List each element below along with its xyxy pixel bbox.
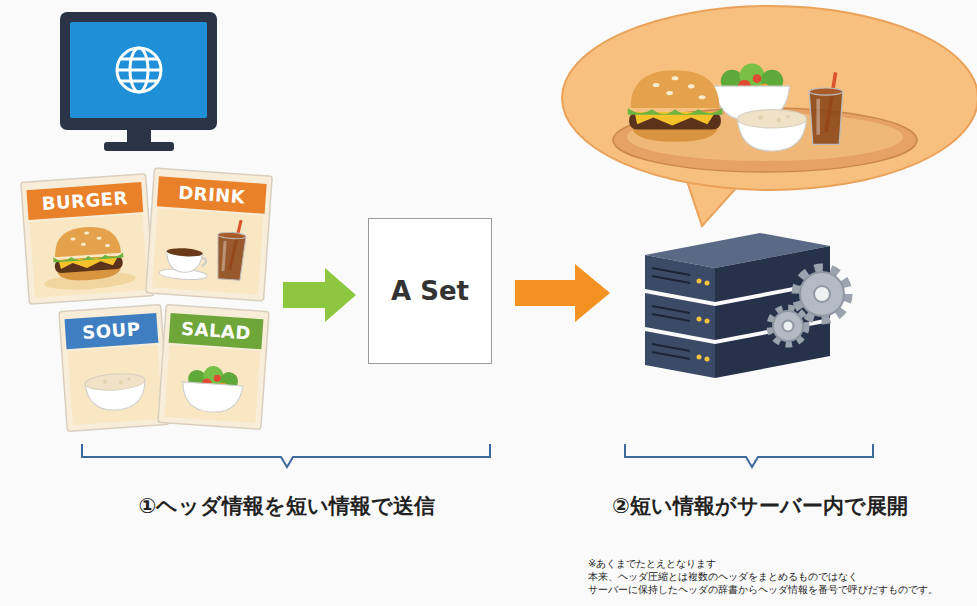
menu-card-art (158, 305, 269, 430)
server-stack (645, 233, 847, 378)
note-text: 本来、ヘッダ圧縮とは複数のヘッダをまとめるものではなく (588, 570, 858, 583)
card-title: BURGER (26, 182, 143, 220)
card-title: SOUP (64, 313, 158, 349)
step-caption: ①ヘッダ情報を短い情報で送信 (139, 494, 436, 518)
step-caption: ②短い情報がサーバー内で展開 (612, 494, 908, 518)
group-bracket (625, 444, 873, 467)
green-arrow (283, 268, 356, 322)
card-title: SALAD (169, 313, 264, 349)
orange-arrow (515, 264, 610, 322)
note-text: サーバーに保持したヘッダの辞書からヘッダ情報を番号で呼びだすものです。 (588, 583, 938, 596)
gear-icon (771, 269, 847, 343)
menu-card-art (146, 168, 272, 301)
menu-card-art (21, 174, 154, 304)
menu-card: SOUP (59, 305, 169, 432)
compressed-box: A Set (368, 218, 492, 364)
card-title: DRINK (157, 176, 267, 213)
computer-monitor (60, 12, 217, 151)
menu-card: DRINK (146, 168, 272, 301)
menu-card: BURGER (21, 174, 154, 304)
menu-card-art (59, 305, 169, 432)
menu-card: SALAD (158, 305, 269, 430)
speech-bubble (562, 6, 977, 226)
note-text: ※あくまでたとえとなります (588, 557, 716, 570)
group-bracket (82, 444, 490, 467)
box-text: A Set (391, 276, 469, 306)
